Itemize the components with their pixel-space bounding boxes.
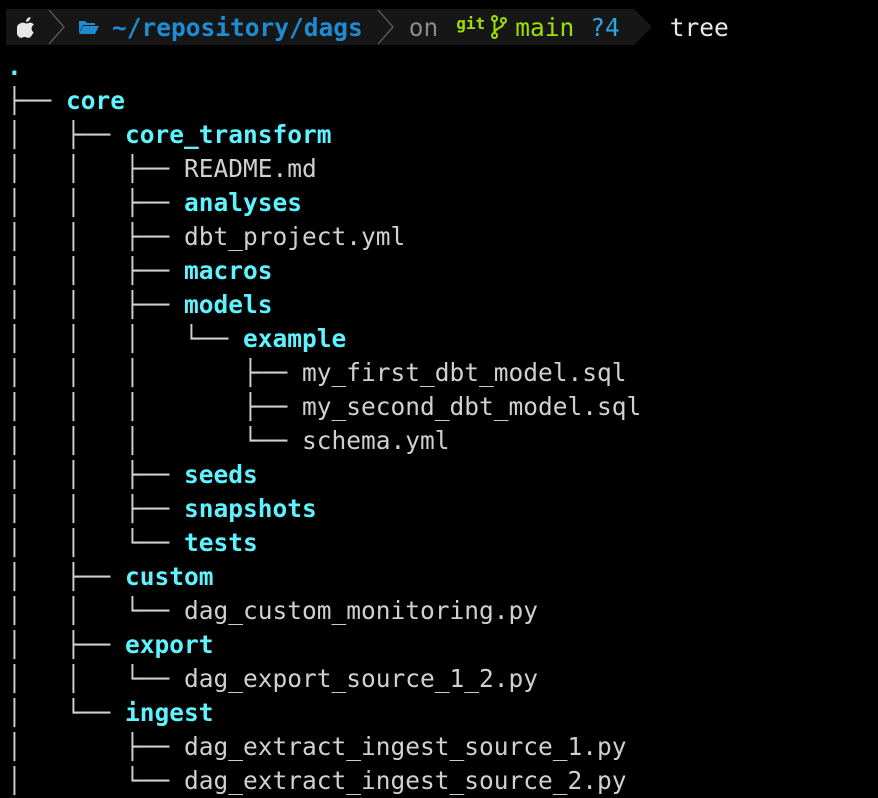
tree-directory-row: │ ├── core_transform — [7, 118, 332, 152]
tree-branch-lines: │ │ │ ├── — [7, 392, 303, 421]
tree-branch-lines: │ │ ├── — [7, 290, 185, 319]
tree-branch-lines: │ │ ├── — [7, 494, 185, 523]
tree-branch-lines: │ │ ├── — [7, 188, 185, 217]
tree-file-row: │ │ ├── dbt_project.yml — [7, 220, 405, 254]
apple-icon — [17, 16, 37, 38]
tree-directory-row: │ ├── export — [7, 628, 214, 662]
git-status: ?4 — [590, 12, 620, 42]
tree-branch-lines: │ │ ├── — [7, 460, 185, 489]
tree-branch-lines: │ │ ├── — [7, 222, 185, 251]
tree-directory-row: │ │ ├── seeds — [7, 458, 258, 492]
tree-directory-row: │ │ ├── snapshots — [7, 492, 317, 526]
tree-branch-lines: │ │ │ └── — [7, 324, 244, 353]
tree-branch-lines: │ ├── — [7, 732, 185, 761]
directory-name: models — [184, 290, 273, 319]
tree-directory-row: │ │ ├── models — [7, 288, 273, 322]
directory-name: example — [243, 324, 347, 353]
tree-branch-lines: │ └── — [7, 698, 126, 727]
tree-file-row: │ └── dag_extract_ingest_source_2.py — [7, 764, 627, 798]
branch-icon — [491, 15, 508, 39]
tree-branch-lines: │ │ └── — [7, 528, 185, 557]
folder-icon — [78, 18, 100, 36]
tree-branch-lines: │ │ ├── — [7, 256, 185, 285]
segment-separator — [48, 9, 66, 45]
segment-separator — [376, 9, 395, 45]
file-name: dag_extract_ingest_source_1.py — [184, 732, 627, 761]
command-text: tree — [669, 12, 729, 42]
shell-prompt: ~/repository/dags on git main ?4 tree — [6, 9, 729, 45]
tree-root-row: . — [7, 50, 22, 84]
directory-name: seeds — [184, 460, 258, 489]
tree-branch-lines: ├── — [7, 86, 67, 115]
directory-name: core — [66, 86, 126, 115]
file-name: my_first_dbt_model.sql — [302, 358, 627, 387]
tree-branch-lines: │ │ └── — [7, 596, 185, 625]
file-name: dag_export_source_1_2.py — [184, 664, 539, 693]
segment-end-arrow — [633, 9, 654, 45]
directory-name: core_transform — [125, 120, 332, 149]
directory-name: macros — [184, 256, 273, 285]
tree-branch-lines: │ ├── — [7, 562, 126, 591]
os-segment — [6, 9, 48, 45]
tree-branch-lines: │ ├── — [7, 120, 126, 149]
branch-name: main — [515, 12, 575, 42]
tree-directory-row: │ │ └── tests — [7, 526, 258, 560]
tree-file-row: │ │ │ └── schema.yml — [7, 424, 450, 458]
tree-file-row: │ │ └── dag_export_source_1_2.py — [7, 662, 538, 696]
directory-name: custom — [125, 562, 214, 591]
tree-file-row: │ │ │ ├── my_second_dbt_model.sql — [7, 390, 641, 424]
tree-branch-lines: │ │ └── — [7, 664, 185, 693]
tree-file-row: │ │ │ ├── my_first_dbt_model.sql — [7, 356, 627, 390]
on-label: on — [408, 12, 439, 42]
directory-name: snapshots — [184, 494, 317, 523]
tree-directory-row: ├── core — [7, 84, 125, 118]
tree-branch-lines: │ └── — [7, 766, 185, 795]
directory-name: analyses — [184, 188, 303, 217]
path-segment: ~/repository/dags — [66, 9, 377, 45]
directory-name: export — [125, 630, 214, 659]
file-name: dbt_project.yml — [184, 222, 406, 251]
tree-directory-row: │ └── ingest — [7, 696, 214, 730]
file-name: dag_extract_ingest_source_2.py — [184, 766, 627, 795]
git-icon: git — [456, 13, 486, 33]
tree-file-row: │ │ └── dag_custom_monitoring.py — [7, 594, 538, 628]
tree-directory-row: │ │ ├── analyses — [7, 186, 302, 220]
tree-branch-lines: │ │ │ └── — [7, 426, 303, 455]
tree-branch-lines: │ │ ├── — [7, 154, 185, 183]
tree-branch-lines: │ ├── — [7, 630, 126, 659]
file-name: dag_custom_monitoring.py — [184, 596, 539, 625]
file-name: schema.yml — [302, 426, 450, 455]
tree-branch-lines: │ │ │ ├── — [7, 358, 303, 387]
root-dot: . — [7, 52, 22, 81]
file-name: my_second_dbt_model.sql — [302, 392, 642, 421]
current-path: ~/repository/dags — [112, 12, 363, 42]
directory-name: ingest — [125, 698, 214, 727]
tree-file-row: │ ├── dag_extract_ingest_source_1.py — [7, 730, 627, 764]
directory-name: tests — [184, 528, 258, 557]
file-name: README.md — [184, 154, 317, 183]
tree-directory-row: │ ├── custom — [7, 560, 214, 594]
tree-file-row: │ │ ├── README.md — [7, 152, 317, 186]
git-segment: on git main ?4 — [394, 9, 634, 45]
tree-directory-row: │ │ │ └── example — [7, 322, 346, 356]
tree-directory-row: │ │ ├── macros — [7, 254, 273, 288]
